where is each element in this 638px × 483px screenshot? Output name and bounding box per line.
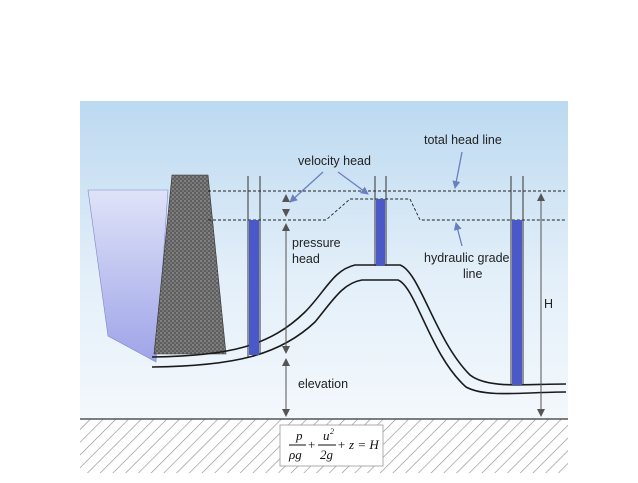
equation-box [279, 424, 384, 467]
equation-2g: 2g [320, 447, 334, 462]
equation-p: p [295, 428, 303, 443]
piezometer-water-2 [376, 199, 385, 266]
equation-plus: + [308, 437, 315, 452]
elevation-label: elevation [298, 377, 348, 391]
total-head-line-pointer [452, 151, 463, 189]
velocity-head-pointer-1 [289, 171, 324, 203]
hydraulic-grade-line [208, 198, 565, 221]
pipe-top-wall [151, 264, 567, 386]
bernoulli-equation: p ρg + u 2 2g + z = H [279, 424, 384, 467]
equation-rest: + z = H [337, 437, 379, 452]
piezometer-water-3 [512, 220, 522, 385]
velocity-head-label: velocity head [298, 154, 371, 168]
equation-squared: 2 [330, 427, 334, 436]
pressure-head-label-line2: head [292, 252, 320, 266]
equation-rho-g: ρg [288, 447, 302, 462]
piezometer-tube-1 [247, 176, 261, 357]
total-head-H-label: H [544, 297, 553, 311]
velocity-head-pointer-2 [337, 171, 369, 195]
piezometer-tube-2 [374, 176, 387, 266]
hydraulic-grade-line-pointer [453, 222, 463, 247]
pipe-bottom-wall [151, 279, 567, 395]
hydraulic-grade-line-label-line2: line [463, 267, 483, 281]
piezometer-tube-3 [510, 176, 524, 385]
piezometer-water-1 [249, 220, 259, 355]
total-head-line-label: total head line [424, 133, 502, 147]
hydraulic-grade-line-label-line1: hydraulic grade [424, 251, 510, 265]
reservoir-water [87, 189, 169, 363]
equation-u: u [323, 428, 330, 443]
pressure-head-label-line1: pressure [292, 236, 341, 250]
